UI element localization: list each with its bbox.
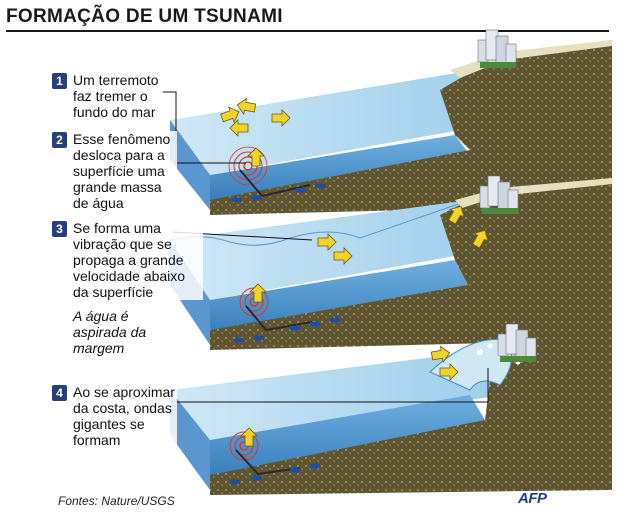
step-3-text: Se forma uma vibração que se propaga a g… [73,220,203,300]
source-credit: Fontes: Nature/USGS [58,494,175,508]
step-2-text: Esse fenômeno desloca para a superfície … [73,131,177,211]
afp-logo: AFP [518,490,547,507]
title-rule [6,30,609,32]
panel-3 [170,323,612,495]
step-4-text: Ao se aproximar da costa, ondas gigantes… [73,384,177,448]
panel-2 [169,175,612,350]
step-2-badge: 2 [52,132,67,148]
step-3-badge: 3 [52,221,67,237]
panel-1 [170,29,612,215]
step-4-badge: 4 [52,385,67,401]
step-1-badge: 1 [52,73,67,89]
water-drawback-note: A água é aspirada da margem [73,308,147,356]
page-title: FORMAÇÃO DE UM TSUNAMI [6,6,283,27]
step-1-text: Um terremoto faz tremer o fundo do mar [73,72,163,120]
